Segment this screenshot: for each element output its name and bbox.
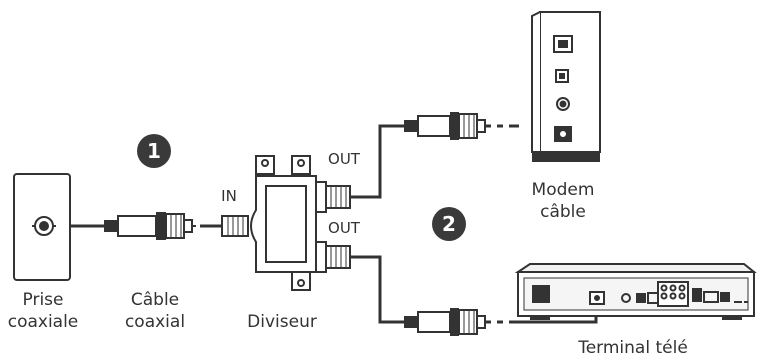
cable-modem xyxy=(531,11,601,162)
cable-label-line2: coaxial xyxy=(124,312,186,332)
splitter-label: Diviseur xyxy=(247,312,317,332)
coax-cable-3 xyxy=(350,255,598,336)
wall-plate-label-line2: coaxiale xyxy=(7,312,79,332)
step-number-2: 2 xyxy=(442,212,456,236)
step-number-1: 1 xyxy=(147,139,161,163)
cable-label-line1: Câble xyxy=(130,290,180,310)
tv-terminal xyxy=(514,263,757,320)
splitter-in-label: IN xyxy=(221,187,237,205)
modem-label-line1: Modem xyxy=(531,180,595,200)
coax-cable-2 xyxy=(350,112,519,199)
modem-label-line2: câble xyxy=(540,202,586,222)
splitter xyxy=(221,155,351,291)
splitter-out-bottom-label: OUT xyxy=(328,219,360,237)
terminal-label: Terminal télé xyxy=(578,338,688,358)
wall-plate xyxy=(13,173,71,281)
coax-cable-1 xyxy=(70,212,222,240)
splitter-out-top-label: OUT xyxy=(328,150,360,168)
step-badge-1 xyxy=(137,134,171,168)
wall-plate-label-line1: Prise xyxy=(22,290,64,310)
step-badge-2 xyxy=(432,207,466,241)
